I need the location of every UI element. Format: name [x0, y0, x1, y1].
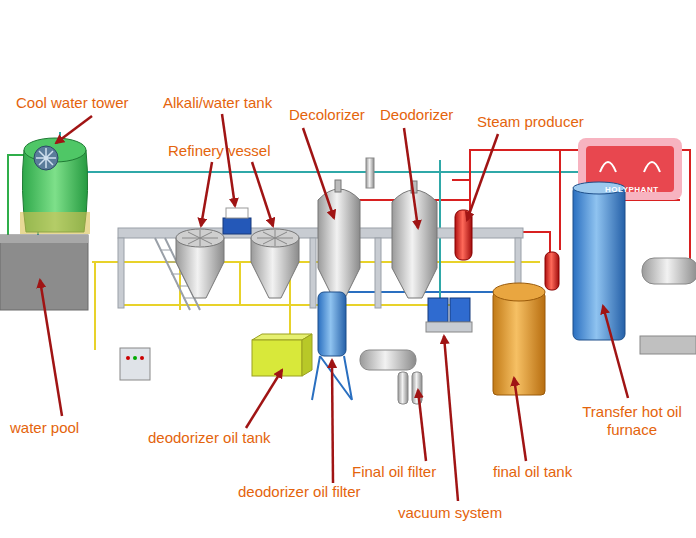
steam-producer	[455, 210, 472, 260]
part-label: deodorizer oil tank	[148, 429, 271, 447]
part-label: Transfer hot oil furnace	[580, 403, 684, 439]
part-label: Refinery vessel	[168, 142, 271, 160]
part-label: Alkali/water tank	[163, 94, 272, 112]
part-label: Deodorizer	[380, 106, 453, 124]
watermark: HOLYPHANT	[605, 185, 659, 194]
part-label: water pool	[10, 419, 79, 437]
part-label: Decolorizer	[289, 106, 365, 124]
vacuum-system	[426, 298, 472, 332]
part-label: Steam producer	[477, 113, 584, 131]
part-label: vacuum system	[398, 504, 502, 522]
red-separator	[545, 252, 559, 290]
leader-arrows	[40, 114, 628, 501]
deodorizer-oil-tank	[252, 334, 312, 376]
pipes	[8, 132, 690, 350]
final-oil-filter	[360, 350, 422, 404]
hot-oil-furnace	[573, 182, 625, 340]
horizontal-tank	[640, 258, 696, 354]
part-label: Final oil filter	[352, 463, 436, 481]
decolorizer-vessel	[318, 158, 374, 298]
part-label: Cool water tower	[16, 94, 129, 112]
refinery-vessel	[176, 229, 299, 298]
alkali-tank	[223, 208, 251, 234]
part-label: final oil tank	[493, 463, 572, 481]
final-oil-tank	[493, 283, 545, 395]
control-panel	[120, 348, 150, 380]
part-label: deodorizer oil filter	[238, 483, 361, 501]
cooling-tower	[20, 138, 90, 234]
